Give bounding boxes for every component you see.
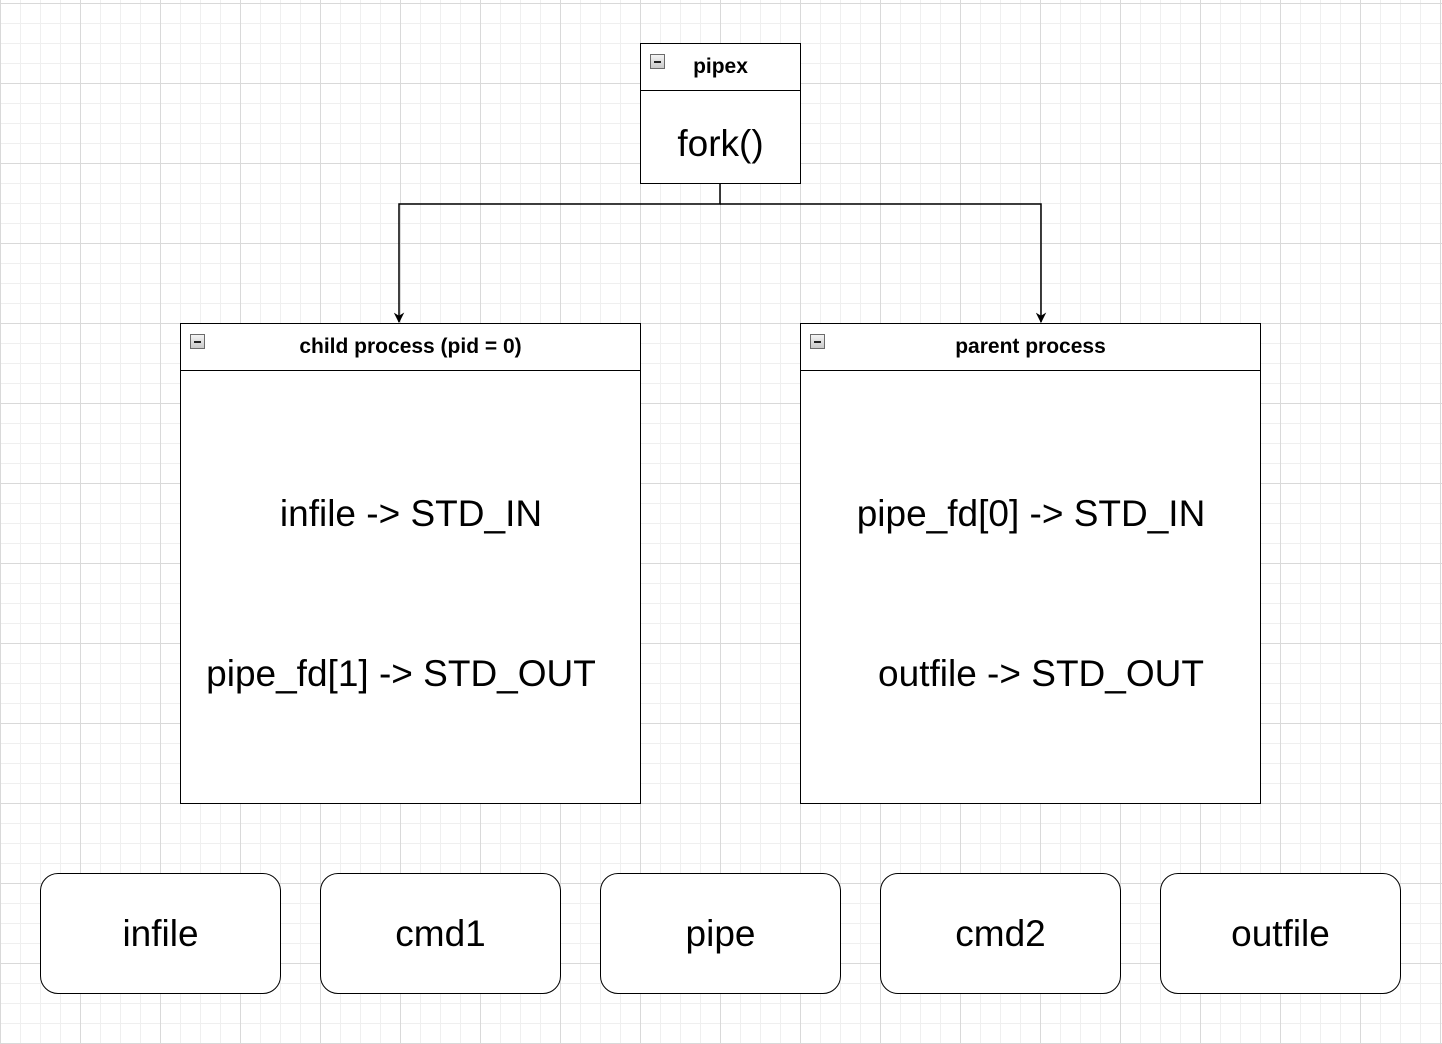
flow-node-pipe[interactable]: pipe bbox=[600, 873, 841, 994]
flow-node-cmd1[interactable]: cmd1 bbox=[320, 873, 561, 994]
flow-node-cmd2[interactable]: cmd2 bbox=[880, 873, 1121, 994]
flow-node-label: outfile bbox=[1231, 912, 1330, 954]
parent-line-stdin: pipe_fd[0] -> STD_IN bbox=[856, 493, 1206, 534]
flow-node-label: pipe bbox=[685, 912, 756, 954]
pipex-body-text: fork() bbox=[677, 123, 764, 164]
fork-to-parent-arrow bbox=[720, 203, 1047, 324]
collapse-icon[interactable] bbox=[650, 54, 665, 69]
flow-node-label: infile bbox=[122, 912, 199, 954]
child-line-stdin: infile -> STD_IN bbox=[279, 493, 543, 534]
parent-line-stdout: outfile -> STD_OUT bbox=[878, 653, 1204, 694]
fork-to-child-arrow bbox=[393, 184, 721, 324]
collapse-icon[interactable] bbox=[810, 334, 825, 349]
flow-node-infile[interactable]: infile bbox=[40, 873, 281, 994]
pipex-container[interactable]: pipex fork() bbox=[640, 43, 801, 184]
parent-process-header[interactable]: parent process bbox=[801, 324, 1260, 371]
child-line-stdout: pipe_fd[1] -> STD_OUT bbox=[206, 653, 596, 694]
flow-node-outfile[interactable]: outfile bbox=[1160, 873, 1401, 994]
parent-process-container[interactable]: parent process pipe_fd[0] -> STD_IN outf… bbox=[800, 323, 1261, 804]
parent-process-title: parent process bbox=[955, 335, 1106, 358]
pipex-header[interactable]: pipex bbox=[641, 44, 800, 91]
child-process-title: child process (pid = 0) bbox=[299, 335, 522, 358]
pipex-title: pipex bbox=[693, 55, 748, 78]
child-process-container[interactable]: child process (pid = 0) infile -> STD_IN… bbox=[180, 323, 641, 804]
flow-node-label: cmd1 bbox=[395, 912, 486, 954]
flow-node-label: cmd2 bbox=[955, 912, 1046, 954]
child-process-header[interactable]: child process (pid = 0) bbox=[181, 324, 640, 371]
collapse-icon[interactable] bbox=[190, 334, 205, 349]
